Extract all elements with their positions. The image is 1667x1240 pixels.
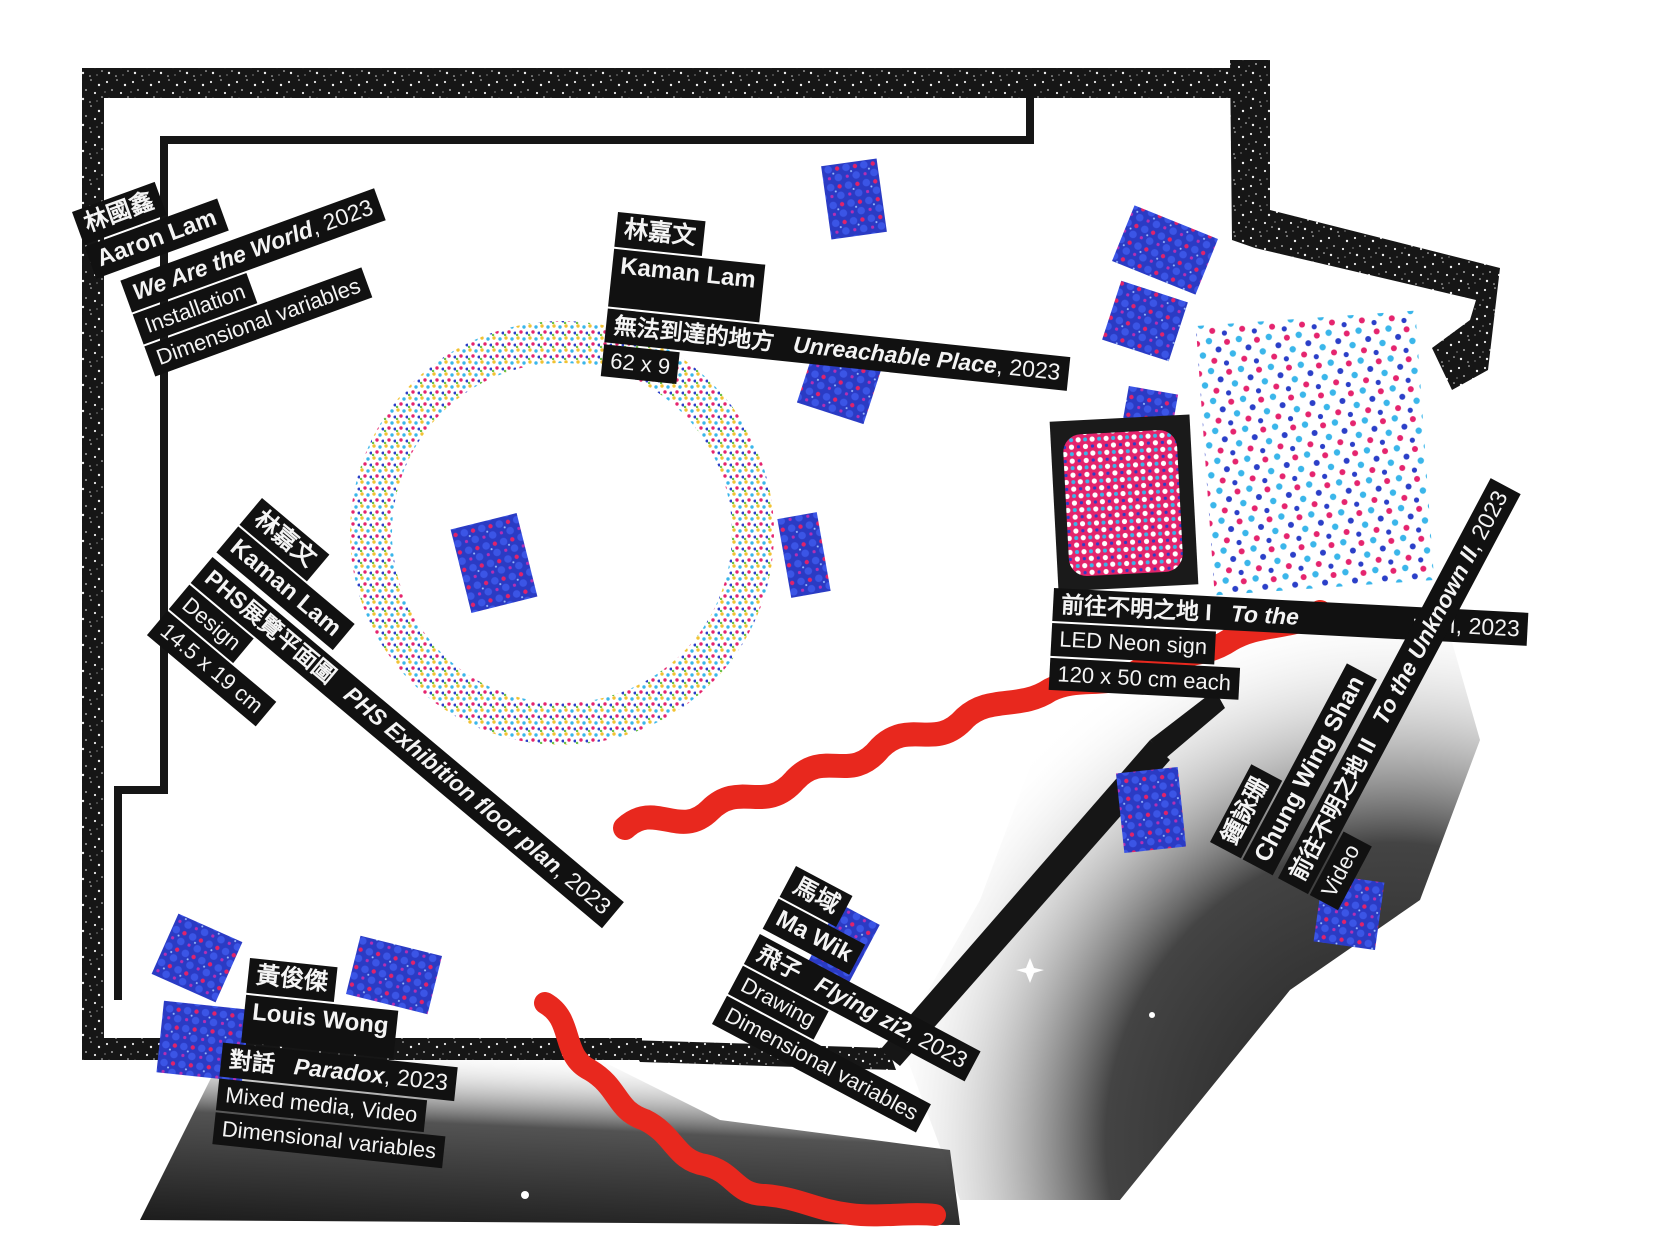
label-louis-wong: 黃俊傑 Louis Wong 對話 Paradox, 2023 Mixed me… [212, 958, 467, 1171]
star-sparkles [521, 958, 1247, 1212]
led-neon-sign-panels [1049, 310, 1435, 596]
confetti-ring [350, 321, 774, 745]
artwork-dimensions: 62 x 9 [600, 343, 680, 384]
red-wave-lower [534, 992, 946, 1227]
inner-wall-line [114, 80, 1034, 1000]
